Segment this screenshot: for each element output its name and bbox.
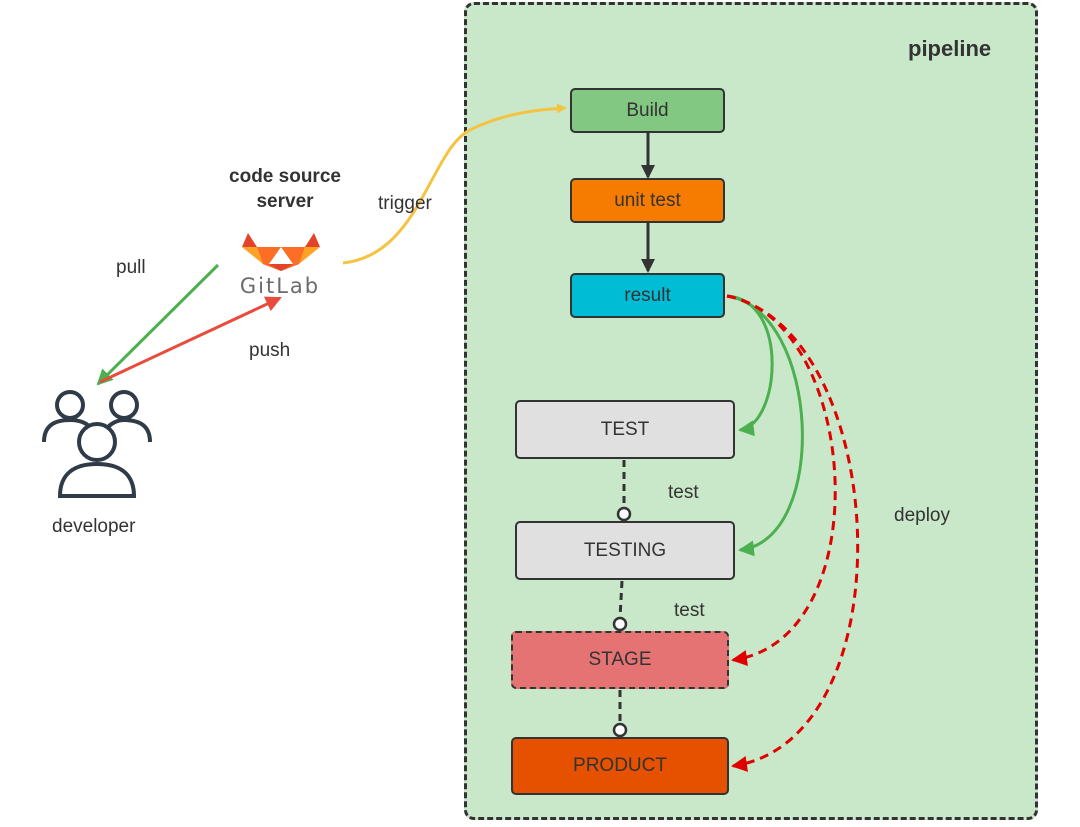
- push-arrow: [99, 296, 282, 384]
- trigger-label: trigger: [378, 193, 432, 214]
- trigger-arrow: [342, 103, 567, 265]
- test-edge-label-1: test: [668, 482, 699, 503]
- caption-line-1: code source: [229, 166, 341, 187]
- gitlab-logo-text: GitLab: [239, 274, 321, 298]
- deploy-label: deploy: [894, 505, 950, 526]
- env-product: PRODUCT: [511, 737, 729, 795]
- stage-to-product-endpoint: [612, 722, 628, 738]
- developer-label: developer: [52, 516, 136, 537]
- stage-result: result: [570, 273, 725, 318]
- env-test: TEST: [515, 400, 735, 459]
- push-label: push: [249, 340, 291, 361]
- env-stage: STAGE: [511, 631, 729, 689]
- env-testing: TESTING: [515, 521, 735, 580]
- result-to-product-arrow: [726, 294, 860, 772]
- pull-label: pull: [116, 257, 146, 278]
- users-group-icon: [42, 390, 152, 498]
- gitlab-fox-icon: [242, 233, 320, 271]
- test-to-testing-endpoint: [616, 506, 632, 522]
- stage-unit-test: unit test: [570, 178, 725, 223]
- pipeline-title: pipeline: [908, 36, 992, 61]
- caption-line-2: server: [256, 191, 314, 212]
- test-edge-label-2: test: [674, 600, 705, 621]
- testing-to-stage-connector: [618, 580, 624, 619]
- result-to-testing-arrow: [726, 294, 804, 557]
- stage-build: Build: [570, 88, 725, 133]
- code-source-server-caption: code source server: [205, 164, 365, 214]
- testing-to-stage-endpoint: [612, 616, 628, 632]
- result-to-stage-arrow: [726, 294, 837, 667]
- pull-arrow: [96, 263, 220, 386]
